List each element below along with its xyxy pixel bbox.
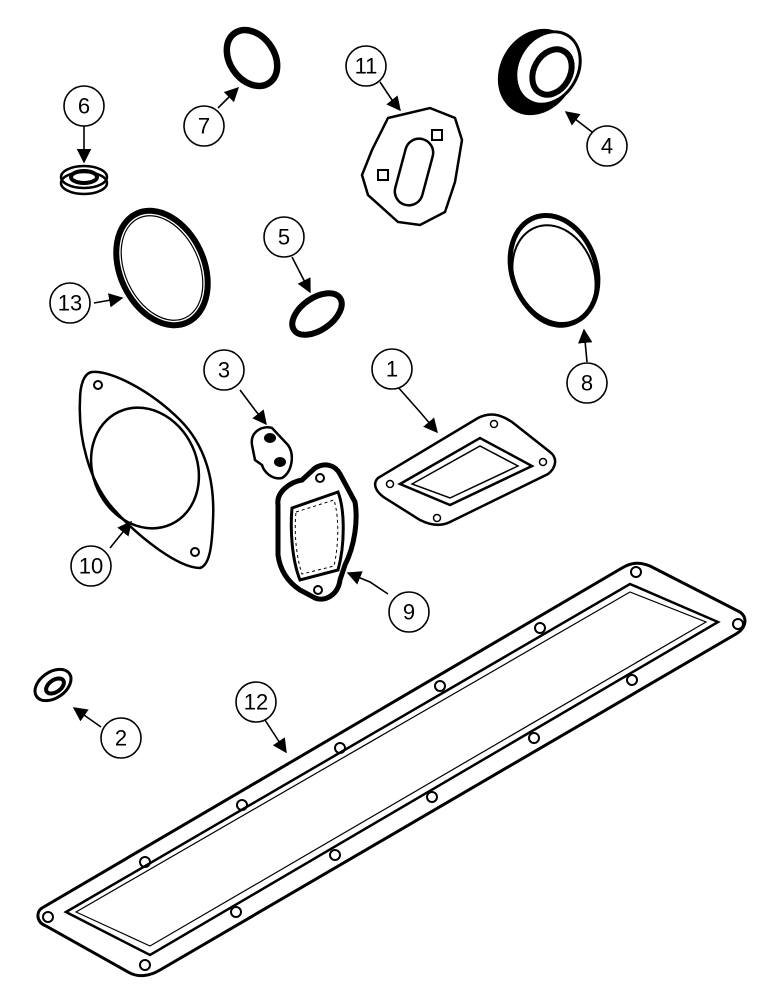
svg-text:3: 3 bbox=[218, 358, 230, 383]
svg-text:7: 7 bbox=[198, 114, 210, 139]
callout-5: 5 bbox=[263, 216, 305, 258]
svg-text:13: 13 bbox=[58, 291, 82, 316]
callout-1: 1 bbox=[371, 348, 413, 390]
part-3-clamp bbox=[250, 426, 294, 480]
part-11-flange-gasket bbox=[360, 106, 464, 227]
part-5-o-ring bbox=[289, 290, 345, 338]
callout-9: 9 bbox=[388, 591, 430, 633]
svg-text:8: 8 bbox=[581, 371, 593, 396]
svg-text:12: 12 bbox=[244, 690, 268, 715]
part-2-washer bbox=[33, 667, 73, 703]
callout-6: 6 bbox=[63, 85, 105, 127]
callout-11: 11 bbox=[345, 45, 387, 87]
leader-lines bbox=[72, 81, 593, 754]
part-10-gasket-plate bbox=[78, 370, 215, 570]
callout-13: 13 bbox=[49, 282, 91, 324]
callout-12: 12 bbox=[235, 681, 277, 723]
part-8-ring bbox=[507, 212, 601, 328]
callout-10: 10 bbox=[70, 545, 112, 587]
svg-text:4: 4 bbox=[601, 134, 613, 159]
cover-gasket-bolt-holes bbox=[42, 566, 744, 971]
svg-text:1: 1 bbox=[386, 357, 398, 382]
part-1-flange-gasket bbox=[373, 413, 557, 527]
svg-text:2: 2 bbox=[115, 726, 127, 751]
callout-4: 4 bbox=[586, 125, 628, 167]
svg-text:10: 10 bbox=[79, 554, 103, 579]
callout-3: 3 bbox=[203, 349, 245, 391]
svg-text:9: 9 bbox=[403, 600, 415, 625]
part-4-bushing bbox=[497, 28, 582, 116]
part-13-o-ring bbox=[113, 207, 211, 329]
callout-8: 8 bbox=[566, 362, 608, 404]
part-7-o-ring bbox=[223, 26, 281, 90]
callout-7: 7 bbox=[183, 105, 225, 147]
svg-text:5: 5 bbox=[278, 225, 290, 250]
part-6-seal bbox=[59, 164, 109, 196]
callout-2: 2 bbox=[100, 717, 142, 759]
svg-text:6: 6 bbox=[78, 94, 90, 119]
svg-text:11: 11 bbox=[355, 54, 378, 79]
part-12-cover-gasket bbox=[36, 561, 747, 978]
part-9-exhaust-gasket bbox=[275, 462, 359, 602]
